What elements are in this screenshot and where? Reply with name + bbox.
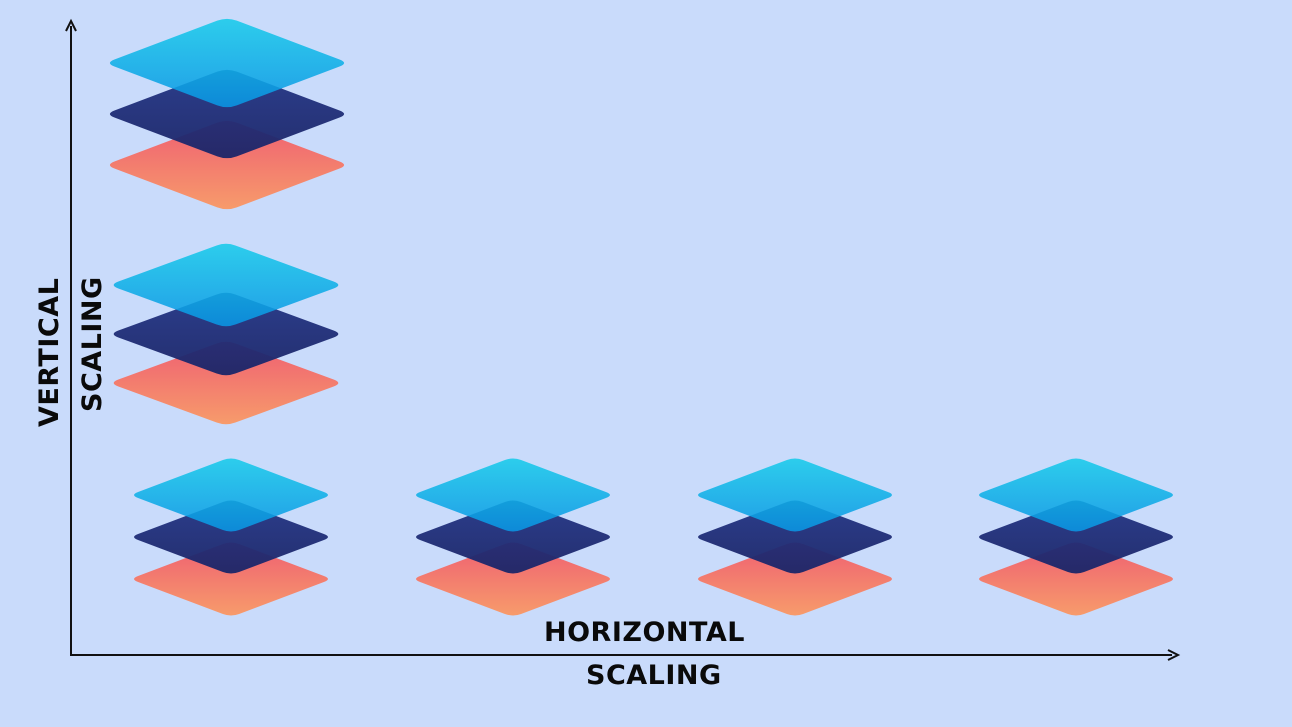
middle-layer: [698, 500, 892, 574]
bottom-layer: [698, 542, 892, 616]
middle-layer: [109, 69, 345, 159]
y-axis-arrowhead: [65, 18, 77, 32]
y-axis-label-line1: VERTICAL: [34, 277, 65, 427]
x-axis-label-line2: SCALING: [586, 660, 722, 691]
middle-layer: [113, 292, 339, 376]
layer-stack-icon: [109, 18, 345, 210]
bottom-layer: [109, 120, 345, 210]
layer-stack-icon: [979, 458, 1173, 616]
layer-stack-icon: [698, 458, 892, 616]
top-layer: [698, 458, 892, 532]
y-axis-label-line2: SCALING: [77, 276, 108, 412]
bottom-layer: [416, 542, 610, 616]
x-axis-arrowhead: [1167, 649, 1181, 661]
top-layer: [113, 243, 339, 327]
middle-layer: [979, 500, 1173, 574]
bottom-layer: [979, 542, 1173, 616]
middle-layer: [416, 500, 610, 574]
layer-stack-icon: [134, 458, 328, 616]
x-axis-label-line1: HORIZONTAL: [544, 617, 745, 648]
server-stacks: [109, 18, 1173, 616]
top-layer: [134, 458, 328, 532]
axes: [65, 18, 1181, 661]
bottom-layer: [113, 341, 339, 425]
middle-layer: [134, 500, 328, 574]
layer-stack-icon: [113, 243, 339, 425]
top-layer: [109, 18, 345, 108]
layer-stack-icon: [416, 458, 610, 616]
top-layer: [979, 458, 1173, 532]
bottom-layer: [134, 542, 328, 616]
top-layer: [416, 458, 610, 532]
